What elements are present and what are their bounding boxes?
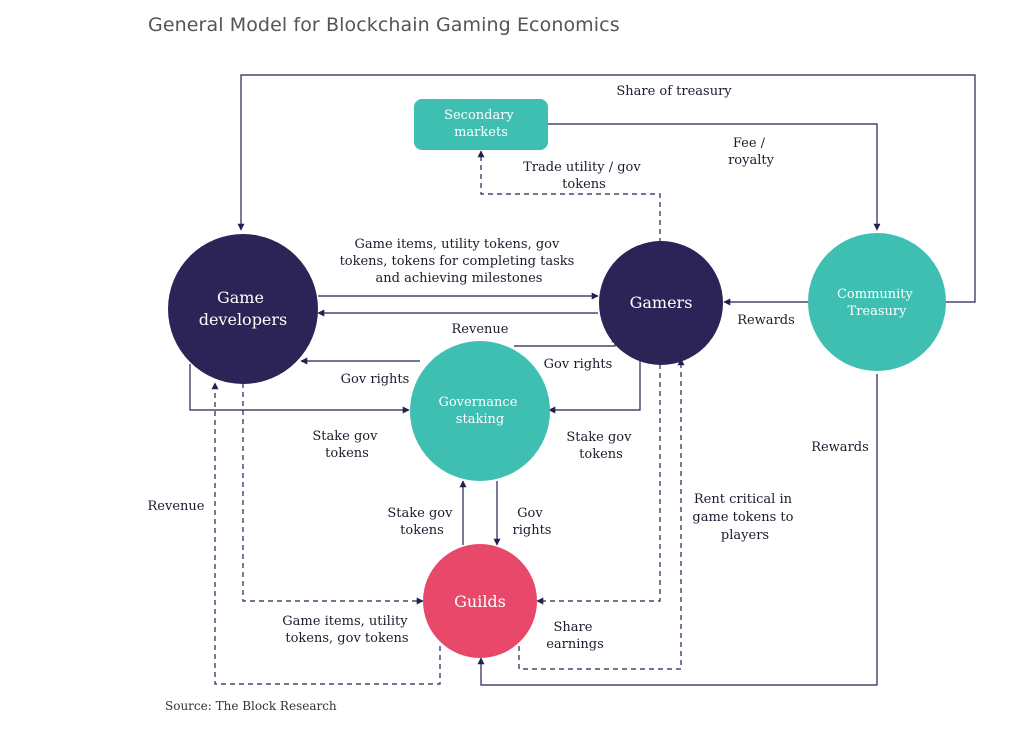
label-rewards-far-right-1: Rewards xyxy=(811,440,869,455)
source-note: Source: The Block Research xyxy=(165,699,337,713)
edge-share-of-treasury xyxy=(237,74,976,303)
label-stake-left-2: tokens xyxy=(325,446,369,461)
label-stake-right-2: tokens xyxy=(579,447,623,462)
node-gamers-label: Gamers xyxy=(630,293,693,312)
label-game-items-top: Game items, utility tokens, gov tokens, … xyxy=(340,237,579,286)
label-gov-rights-right: Gov rights xyxy=(544,357,613,372)
label-rewards-far-right: Rewards xyxy=(811,440,869,455)
label-revenue-left: Revenue xyxy=(148,499,205,514)
label-revenue-left-1: Revenue xyxy=(148,499,205,514)
node-game-developers-label-1: Game xyxy=(217,288,264,307)
label-stake-bottom: Stake gov tokens xyxy=(387,506,456,538)
svg-text:Community Treasury: Community Treasury xyxy=(837,287,917,319)
label-rent-critical-2: game tokens to xyxy=(692,510,793,525)
edge-rewards-to-guilds xyxy=(477,374,878,686)
node-governance-staking: Governance staking xyxy=(410,341,550,481)
node-guilds: Guilds xyxy=(423,544,537,658)
label-gov-rights-bottom: Gov rights xyxy=(513,506,552,538)
label-trade-tokens-2: tokens xyxy=(562,177,606,192)
label-revenue-top-1: Revenue xyxy=(452,322,509,337)
label-fee-royalty: Fee / royalty xyxy=(728,136,775,168)
label-rent-critical-1: Rent critical in xyxy=(694,492,793,507)
label-share-earnings-2: earnings xyxy=(546,637,604,652)
svg-text:Game developers: Game developers xyxy=(199,288,288,329)
label-gov-rights-bottom-1: Gov xyxy=(517,506,543,521)
diagram-title: General Model for Blockchain Gaming Econ… xyxy=(148,14,620,36)
label-fee-royalty-2: royalty xyxy=(728,153,775,168)
edge-gov-rights-to-gamers xyxy=(514,335,619,347)
label-rewards-right-1: Rewards xyxy=(737,313,795,328)
label-rent-critical-3: players xyxy=(721,528,769,543)
node-secondary-label-1: Secondary xyxy=(444,108,514,123)
label-gov-rights-bottom-2: rights xyxy=(513,523,552,538)
node-game-developers-label-2: developers xyxy=(199,310,288,329)
label-game-items-bottom: Game items, utility tokens, gov tokens xyxy=(282,614,411,646)
node-secondary-label-2: markets xyxy=(454,125,508,140)
svg-text:Secondary markets: Secondary markets xyxy=(444,108,518,140)
label-game-items-bottom-2: tokens, gov tokens xyxy=(285,631,408,646)
edge-trade-tokens xyxy=(477,150,661,243)
label-share-of-treasury: Share of treasury xyxy=(616,84,732,99)
node-community-treasury: Community Treasury xyxy=(808,233,946,371)
label-stake-bottom-2: tokens xyxy=(400,523,444,538)
edge-share-earnings xyxy=(518,358,685,670)
svg-text:Governance staking: Governance staking xyxy=(438,395,521,427)
label-game-items-top-2: tokens, tokens for completing tasks xyxy=(340,254,575,269)
node-gamers: Gamers xyxy=(599,241,723,365)
node-game-developers: Game developers xyxy=(168,234,318,384)
label-game-items-top-3: and achieving milestones xyxy=(376,271,543,286)
label-stake-left-1: Stake gov xyxy=(312,429,378,444)
label-gov-rights-left-1: Gov rights xyxy=(341,372,410,387)
label-trade-tokens: Trade utility / gov tokens xyxy=(523,160,645,192)
label-game-items-top-1: Game items, utility tokens, gov xyxy=(355,237,560,252)
label-game-items-bottom-1: Game items, utility xyxy=(282,614,408,629)
edge-fee-royalty xyxy=(548,123,881,231)
label-gov-rights-right-1: Gov rights xyxy=(544,357,613,372)
node-guilds-label: Guilds xyxy=(454,592,506,611)
label-revenue-top: Revenue xyxy=(452,322,509,337)
node-secondary-markets: Secondary markets xyxy=(414,99,548,150)
edge-stake-gamers-to-governance xyxy=(548,348,641,414)
label-stake-right: Stake gov tokens xyxy=(566,430,635,462)
edge-game-items-to-guilds xyxy=(242,383,424,605)
edge-gamers-to-guilds xyxy=(536,364,661,605)
node-governance-label-1: Governance xyxy=(438,395,517,410)
label-share-of-treasury-1: Share of treasury xyxy=(616,84,732,99)
node-treasury-label-2: Treasury xyxy=(848,304,908,319)
label-rent-critical: Rent critical in game tokens to players xyxy=(692,492,797,543)
label-stake-bottom-1: Stake gov xyxy=(387,506,453,521)
node-governance-label-2: staking xyxy=(456,412,504,427)
edge-stake-developers-to-governance xyxy=(189,364,410,414)
edge-revenue-guilds-to-developers xyxy=(211,382,441,685)
label-stake-left: Stake gov tokens xyxy=(312,429,381,461)
label-gov-rights-left: Gov rights xyxy=(341,372,410,387)
label-share-earnings-1: Share xyxy=(553,620,592,635)
label-trade-tokens-1: Trade utility / gov xyxy=(523,160,641,175)
svg-text:Guilds: Guilds xyxy=(454,592,506,611)
label-stake-right-1: Stake gov xyxy=(566,430,632,445)
node-treasury-label-1: Community xyxy=(837,287,914,302)
label-rewards-right: Rewards xyxy=(737,313,795,328)
label-share-earnings: Share earnings xyxy=(546,620,604,652)
label-fee-royalty-1: Fee / xyxy=(733,136,766,151)
svg-text:Gamers: Gamers xyxy=(630,293,693,312)
